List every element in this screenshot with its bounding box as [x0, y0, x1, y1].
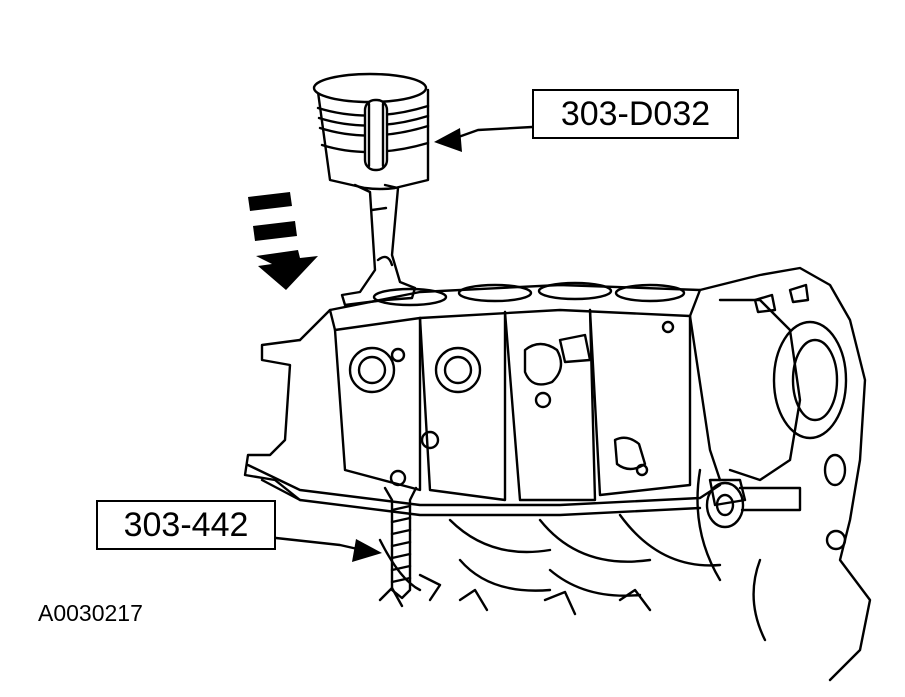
leader-piston-tool — [434, 125, 534, 152]
callout-guide-tool: 303-442 — [96, 500, 276, 550]
engine-block — [243, 266, 872, 682]
figure-id: A0030217 — [38, 600, 143, 626]
guide-tool-303-442 — [383, 486, 418, 600]
leader-guide-tool — [274, 536, 382, 562]
callout-piston-tool: 303-D032 — [532, 89, 739, 139]
piston-assembly — [312, 72, 430, 307]
push-down-arrow — [248, 192, 318, 290]
